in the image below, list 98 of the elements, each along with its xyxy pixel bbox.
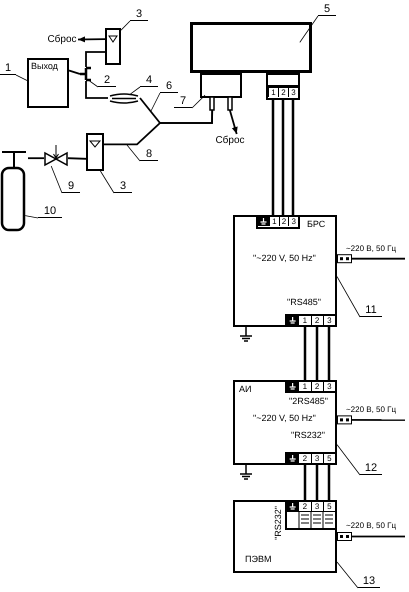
callout-number: 9 [62, 180, 80, 193]
gas-line [68, 157, 86, 160]
callout-number: 6 [160, 80, 178, 93]
leader-line [89, 80, 98, 88]
terminal-number: 3 [322, 316, 335, 325]
terminal-number: 3 [310, 502, 323, 511]
rotameter-symbol [105, 28, 121, 65]
outlet-arrow [78, 36, 106, 42]
interface-label: "2RS485" [289, 396, 328, 407]
leader-line [192, 94, 206, 108]
callout-number: 5 [318, 3, 336, 16]
callout-number: 8 [140, 148, 158, 161]
terminal-number: 5 [322, 454, 335, 463]
cable-wire [304, 465, 306, 500]
callout-number: 11 [360, 304, 382, 317]
power-line [337, 532, 405, 541]
interface-label: "RS232" [291, 430, 325, 441]
callout-number: 10 [38, 205, 62, 218]
throttle-symbol [108, 93, 140, 104]
terminal-block [285, 500, 337, 530]
terminal-number: 1 [298, 316, 310, 325]
terminal-number: 3 [288, 88, 298, 97]
leader-line [336, 444, 360, 476]
cable-wire [292, 100, 294, 215]
cable-wire [328, 465, 330, 500]
gas-line [85, 51, 105, 67]
unit-title: АИ [239, 384, 252, 395]
cable-wire [272, 100, 274, 215]
computer-box [233, 500, 337, 573]
terminal-number: 1 [269, 217, 279, 226]
leader-line [126, 144, 140, 162]
leader-line [336, 562, 358, 588]
terminal-number: 2 [298, 454, 310, 463]
callout-number: 2 [98, 74, 116, 87]
vent-label: Сброс [46, 33, 78, 46]
gas-line [85, 81, 108, 99]
terminal-number: 2 [298, 502, 310, 511]
cable-wire [316, 327, 318, 380]
terminal-number: 2 [278, 217, 288, 226]
edge-label: ~220 В, 50 Гц [346, 244, 396, 254]
terminal-number: 2 [310, 382, 323, 391]
cable-wire [304, 327, 306, 380]
leader-line [130, 86, 140, 94]
leader-line [100, 170, 114, 194]
power-line [337, 254, 405, 264]
callout-number: 3 [130, 8, 148, 21]
unit-title: ПЭВМ [245, 554, 272, 565]
cable-wire [282, 100, 284, 215]
callout-number: 4 [140, 74, 158, 87]
leader-line [150, 92, 160, 112]
unit-box [233, 215, 337, 327]
power-line [337, 415, 405, 424]
terminal-block [266, 86, 300, 100]
output-label: Выход [31, 61, 58, 72]
callout-number: 13 [358, 575, 380, 588]
cable-wire [328, 327, 330, 380]
vent-label: Сброс [214, 134, 246, 147]
gas-line [68, 70, 80, 75]
interface-label: "RS485" [287, 297, 321, 308]
terminal-number: 3 [310, 454, 323, 463]
gas-analyzer-box [190, 22, 312, 73]
terminal-number: 2 [278, 88, 288, 97]
terminal-number: 2 [310, 316, 323, 325]
leader-line [120, 20, 130, 31]
leader-line [336, 276, 360, 318]
rotameter-symbol [86, 133, 104, 171]
gas-cylinder-symbol [0, 150, 28, 232]
terminal-block [285, 452, 337, 465]
device-box [27, 58, 69, 108]
terminal-number: 1 [298, 382, 310, 391]
terminal-number: 1 [268, 88, 278, 97]
leader-line [16, 74, 28, 81]
terminal-number: 3 [288, 217, 298, 226]
sensor-block [200, 73, 242, 110]
leader-line [50, 166, 62, 194]
edge-label: ~220 В, 50 Гц [346, 405, 396, 415]
valve-symbol [44, 145, 68, 166]
leader-line [24, 215, 38, 218]
terminal-number: 5 [322, 502, 335, 511]
tee-fitting-symbol [80, 67, 92, 81]
terminal-block [285, 380, 337, 393]
interface-label: "RS232" [273, 506, 284, 540]
outlet-arrow [228, 110, 238, 134]
edge-label: ~220 В, 50 Гц [346, 521, 396, 531]
terminal-block [285, 314, 337, 327]
voltage-label: "~220 V, 50 Hz" [253, 253, 316, 264]
callout-number: 3 [114, 180, 132, 193]
callout-number: 1 [0, 62, 16, 75]
terminal-number: 3 [322, 382, 335, 391]
gas-line [104, 110, 214, 146]
unit-box [233, 380, 337, 465]
voltage-label: "~220 V, 50 Hz" [253, 413, 316, 424]
unit-title: БРС [307, 219, 326, 230]
cable-wire [316, 465, 318, 500]
callout-number: 12 [360, 462, 382, 475]
callout-number: 7 [174, 95, 192, 108]
gas-line [28, 157, 45, 160]
terminal-block [256, 215, 300, 229]
